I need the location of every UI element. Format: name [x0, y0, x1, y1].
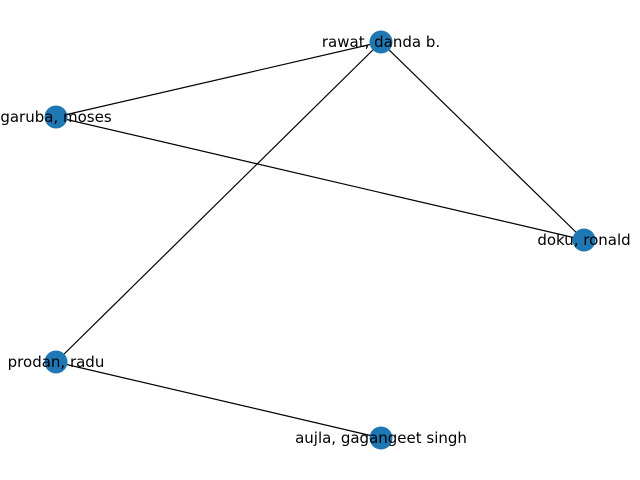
node-doku — [572, 228, 596, 252]
node-prodan — [44, 350, 68, 374]
edge-rawat-garuba — [55, 41, 382, 118]
labels-layer: rawat, danda b. garuba, moses doku, ronald… — [0, 33, 630, 447]
edge-prodan-aujla — [55, 361, 382, 439]
node-label-rawat: rawat, danda b. — [322, 33, 440, 51]
node-label-doku: doku, ronald — [537, 231, 630, 249]
node-label-aujla: aujla, gagangeet singh — [295, 429, 467, 447]
node-label-garuba: garuba, moses — [0, 108, 111, 126]
nodes-layer — [44, 30, 596, 450]
node-garuba — [44, 105, 68, 129]
edge-garuba-doku — [55, 116, 585, 241]
node-label-prodan: prodan, radu — [8, 353, 105, 371]
edge-rawat-doku — [380, 41, 585, 241]
node-rawat — [369, 30, 393, 54]
node-aujla — [369, 426, 393, 450]
edges-layer — [55, 41, 585, 439]
edge-rawat-prodan — [55, 41, 382, 363]
